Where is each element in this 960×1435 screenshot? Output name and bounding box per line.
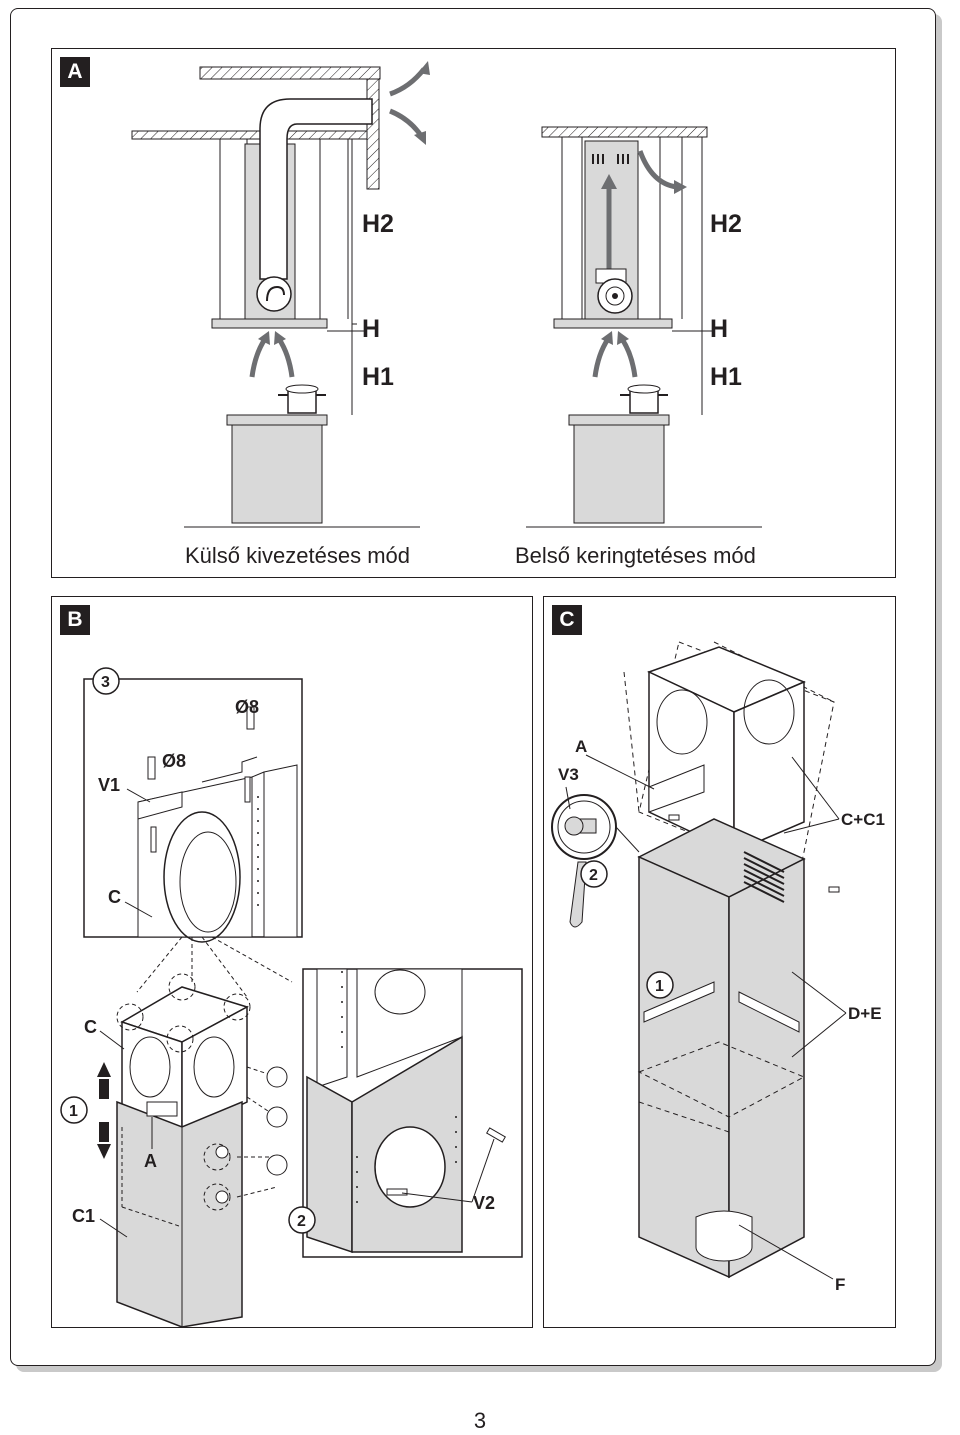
c-label-main: C bbox=[84, 1017, 97, 1037]
step2-inset-b bbox=[302, 968, 523, 1258]
step1-circle-b bbox=[60, 1096, 88, 1124]
panel-c: C bbox=[543, 596, 896, 1328]
h-label-left: H bbox=[362, 315, 380, 343]
step3-circle bbox=[92, 667, 120, 695]
h2-label-right: H2 bbox=[710, 210, 742, 238]
step1-circle-c bbox=[646, 971, 674, 999]
panel-a-illustration: H2 H H1 bbox=[131, 61, 762, 528]
h2-label-left: H2 bbox=[362, 210, 394, 238]
chimney-assembly bbox=[97, 973, 288, 1327]
v3-label: V3 bbox=[558, 765, 579, 784]
diameter-label-top: Ø8 bbox=[235, 697, 259, 717]
step2-circle-b bbox=[288, 1206, 316, 1234]
panel-a: A bbox=[51, 48, 896, 578]
caption-recirculating-mode: Belső keringtetéses mód bbox=[515, 543, 756, 568]
caption-ducted-mode: Külső kivezetéses mód bbox=[185, 543, 410, 568]
c1-label: C1 bbox=[72, 1206, 95, 1226]
panel-a-badge: A bbox=[60, 57, 90, 87]
ducted-hood-diagram: H2 H H1 bbox=[131, 61, 430, 528]
f-label: F bbox=[835, 1275, 845, 1294]
v1-label: V1 bbox=[98, 775, 120, 795]
recirculating-hood-diagram: H2 H H1 bbox=[526, 126, 762, 528]
diameter-label-left: Ø8 bbox=[162, 751, 186, 771]
step1-number-b: 1 bbox=[69, 1103, 78, 1120]
h-label-right: H bbox=[710, 315, 728, 343]
upper-chimney bbox=[647, 646, 840, 893]
lower-chimney bbox=[637, 818, 806, 1279]
a-label-c: A bbox=[575, 737, 587, 756]
step2-circle-c bbox=[580, 860, 608, 888]
step1-number-c: 1 bbox=[655, 978, 664, 995]
panel-b-badge: B bbox=[60, 605, 90, 635]
panel-c-badge: C bbox=[552, 605, 582, 635]
step2-number-b: 2 bbox=[297, 1213, 306, 1230]
page-number: 3 bbox=[473, 1408, 487, 1433]
panel-b: B Ø8 Ø8 V1 C bbox=[51, 596, 533, 1328]
h1-label-right: H1 bbox=[710, 363, 742, 391]
a-label-b: A bbox=[144, 1151, 157, 1171]
h1-label-left: H1 bbox=[362, 363, 394, 391]
panel-c-illustration: A V3 2 C+C1 1 D+E F bbox=[551, 641, 885, 1294]
step2-number-c: 2 bbox=[589, 867, 598, 884]
step3-inset: Ø8 Ø8 V1 C bbox=[83, 678, 303, 943]
magnifier-detail bbox=[551, 794, 640, 928]
step3-number: 3 bbox=[101, 674, 110, 691]
v2-label: V2 bbox=[473, 1193, 495, 1213]
c-plus-c1-label: C+C1 bbox=[841, 810, 885, 829]
panel-b-illustration: Ø8 Ø8 V1 C 3 bbox=[60, 667, 523, 1327]
c-label-inset: C bbox=[108, 887, 121, 907]
d-plus-e-label: D+E bbox=[848, 1004, 882, 1023]
